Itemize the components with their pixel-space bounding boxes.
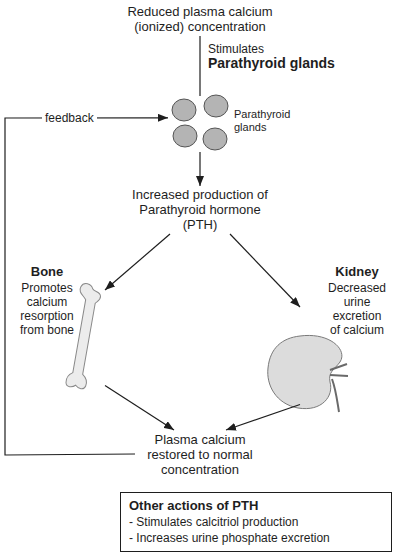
text-node: Reduced plasma calcium (ionized) concent… xyxy=(125,2,275,36)
text-node: KidneyDecreased urine excretion of calci… xyxy=(300,262,395,412)
node-text: - Stimulates calcitriol production xyxy=(129,515,385,529)
node-text: Parathyroid glands xyxy=(234,108,296,134)
text-node: BonePromotes calcium resorption from bon… xyxy=(5,262,105,392)
node-text: Promotes calcium resorption from bone xyxy=(15,281,79,337)
text-node: Parathyroid glands xyxy=(168,96,296,152)
edge-label: Stimulates xyxy=(208,42,264,57)
flow-arrow xyxy=(226,405,300,431)
node-text: Increased production of Parathyroid horm… xyxy=(125,187,275,232)
flow-arrow xyxy=(5,118,168,455)
gland-oval xyxy=(204,95,228,117)
text-node: Plasma calcium restored to normal concen… xyxy=(135,430,265,478)
info-box: Other actions of PTH - Stimulates calcitr… xyxy=(120,492,392,552)
node-heading: Bone xyxy=(15,264,79,279)
kidney-illustration xyxy=(268,335,348,412)
kidney-shape xyxy=(268,335,342,408)
node-heading: Kidney xyxy=(325,264,389,279)
flow-arrow xyxy=(105,386,174,431)
node-text: Plasma calcium restored to normal concen… xyxy=(135,432,265,477)
gland-oval xyxy=(203,128,227,150)
node-text: - Increases urine phosphate excretion xyxy=(129,531,385,545)
text-node: Increased production of Parathyroid horm… xyxy=(125,186,275,234)
kidney-vessels xyxy=(330,364,348,412)
parathyroid-glands-symbol xyxy=(172,95,228,150)
edge-label: feedback xyxy=(42,111,97,126)
flow-arrow xyxy=(199,36,200,96)
flow-arrow xyxy=(105,234,170,290)
node-heading: Other actions of PTH xyxy=(129,498,385,513)
gland-oval xyxy=(173,125,197,147)
node-text: Decreased urine excretion of calcium xyxy=(327,281,387,337)
gland-oval xyxy=(172,99,196,121)
flow-arrow xyxy=(199,152,200,186)
flow-arrow xyxy=(230,234,300,307)
free-label: Parathyroid glands xyxy=(208,56,335,71)
node-text: Reduced plasma calcium (ionized) concent… xyxy=(125,4,275,34)
